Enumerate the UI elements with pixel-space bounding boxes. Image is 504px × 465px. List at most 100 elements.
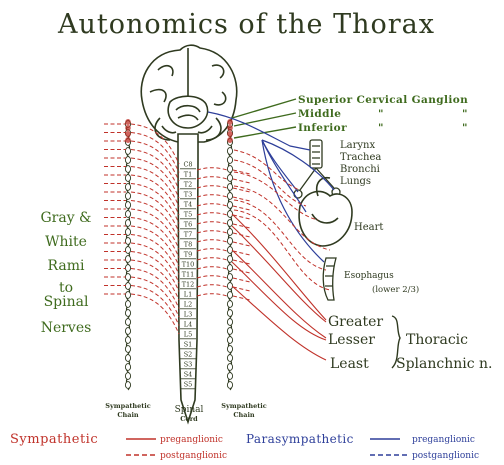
vertebra-label: T3 xyxy=(184,190,192,198)
ramus-line xyxy=(130,123,180,165)
postganglionic-fibre xyxy=(233,199,327,271)
vertebra-label: L3 xyxy=(184,310,192,318)
ramus-line xyxy=(196,167,228,171)
ramus-line xyxy=(130,293,180,335)
chain-ganglion xyxy=(124,147,132,155)
label-middle-ditto-1: " xyxy=(378,108,384,120)
ramus-line xyxy=(196,230,228,234)
chain-ganglion xyxy=(226,354,234,362)
ramus-line xyxy=(196,257,228,261)
ramus-line xyxy=(130,225,180,267)
splanchnic-nerves xyxy=(231,213,327,361)
ramus-line xyxy=(130,251,180,292)
label-heart: Heart xyxy=(354,222,383,233)
heart-illustration xyxy=(298,176,353,247)
chain-ganglion xyxy=(124,282,132,290)
label-esophagus: Esophagus xyxy=(344,271,394,281)
chain-ganglion xyxy=(226,282,234,290)
label-least: Least xyxy=(330,356,369,372)
ramus-line xyxy=(130,166,180,207)
left-label-line-5: Spinal xyxy=(44,294,89,310)
chain-line xyxy=(125,119,131,391)
ramus-line xyxy=(130,268,180,309)
vertebra-label: C8 xyxy=(183,160,192,168)
chain-ganglion xyxy=(124,345,132,353)
label-cord: Cord xyxy=(180,415,198,423)
right-sympathetic-chain xyxy=(226,119,234,391)
legend-para-pre-text: preganglionic xyxy=(412,435,475,445)
ramus-line xyxy=(196,194,228,198)
chain-ganglion xyxy=(124,255,132,263)
ramus-line xyxy=(232,187,251,193)
chain-ganglion xyxy=(226,309,234,317)
label-left-chain-1: Sympathetic xyxy=(105,402,150,410)
label-inferior-ditto-1: " xyxy=(378,122,384,134)
ramus-line xyxy=(130,208,180,250)
chain-ganglion xyxy=(226,264,234,272)
chain-ganglion xyxy=(124,381,132,389)
cervical-ganglion xyxy=(227,125,233,131)
postganglionic-fibre xyxy=(233,159,307,207)
cervical-ganglion xyxy=(227,131,233,137)
chain-ganglion xyxy=(124,318,132,326)
label-left-chain-2: Chain xyxy=(117,411,139,419)
chain-ganglion xyxy=(226,372,234,380)
ramus-line xyxy=(232,259,251,265)
vertebra-label: S5 xyxy=(184,380,193,388)
label-trachea: Trachea xyxy=(340,152,381,163)
cervical-ganglion xyxy=(227,137,233,143)
chain-ganglion xyxy=(124,309,132,317)
chain-ganglion xyxy=(124,300,132,308)
ramus-line xyxy=(196,212,228,216)
label-bronchi: Bronchi xyxy=(340,164,380,175)
ramus-line xyxy=(130,174,180,216)
left-label-line-1: Gray & xyxy=(40,210,91,226)
label-lungs: Lungs xyxy=(340,176,371,187)
chain-ganglion xyxy=(124,219,132,227)
spinal-cord: C8T1T2T3T4T5T6T7T8T9T10T11T12L1L2L3L4L5S… xyxy=(177,133,199,425)
label-inferior-ditto-2: " xyxy=(462,122,468,134)
label-thoracic: Thoracic xyxy=(406,332,468,348)
chain-ganglion xyxy=(124,372,132,380)
chain-ganglion xyxy=(124,174,132,182)
ramus-line xyxy=(196,176,228,180)
chain-ganglion xyxy=(226,273,234,281)
chain-ganglion xyxy=(226,300,234,308)
chain-ganglion xyxy=(124,183,132,191)
chain-ganglion xyxy=(226,345,234,353)
ramus-line xyxy=(196,275,228,279)
vertebra-label: S3 xyxy=(184,360,193,368)
label-esophagus-note: (lower 2/3) xyxy=(372,284,419,295)
chain-ganglion xyxy=(226,147,234,155)
chain-ganglion xyxy=(124,363,132,371)
chain-ganglion xyxy=(226,246,234,254)
ramus-line xyxy=(196,203,228,207)
chain-ganglion xyxy=(124,336,132,344)
vertebra-label: T5 xyxy=(184,210,192,218)
chain-ganglion xyxy=(124,264,132,272)
ramus-line xyxy=(130,276,180,318)
chain-ganglion xyxy=(226,336,234,344)
chain-ganglion xyxy=(226,228,234,236)
ramus-line xyxy=(232,205,251,211)
label-right-chain-1: Sympathetic xyxy=(221,402,266,410)
ramus-line xyxy=(130,157,180,199)
vertebra-label: S4 xyxy=(184,370,193,378)
ramus-line xyxy=(130,149,180,190)
chain-ganglion xyxy=(226,210,234,218)
label-lesser: Lesser xyxy=(328,332,375,348)
label-middle-ditto-2: " xyxy=(462,108,468,120)
chain-line xyxy=(227,119,233,391)
cervical-ganglion xyxy=(125,137,131,143)
chain-ganglion xyxy=(226,174,234,182)
chain-ganglion xyxy=(226,219,234,227)
chain-ganglion xyxy=(226,291,234,299)
ramus-line xyxy=(196,284,228,288)
postganglionic-fibre xyxy=(233,185,331,251)
left-label-line-6: Nerves xyxy=(41,320,92,336)
cervical-ganglion xyxy=(125,125,131,131)
chain-ganglion xyxy=(124,273,132,281)
ramus-line xyxy=(130,259,180,301)
ramus-line xyxy=(196,248,228,252)
